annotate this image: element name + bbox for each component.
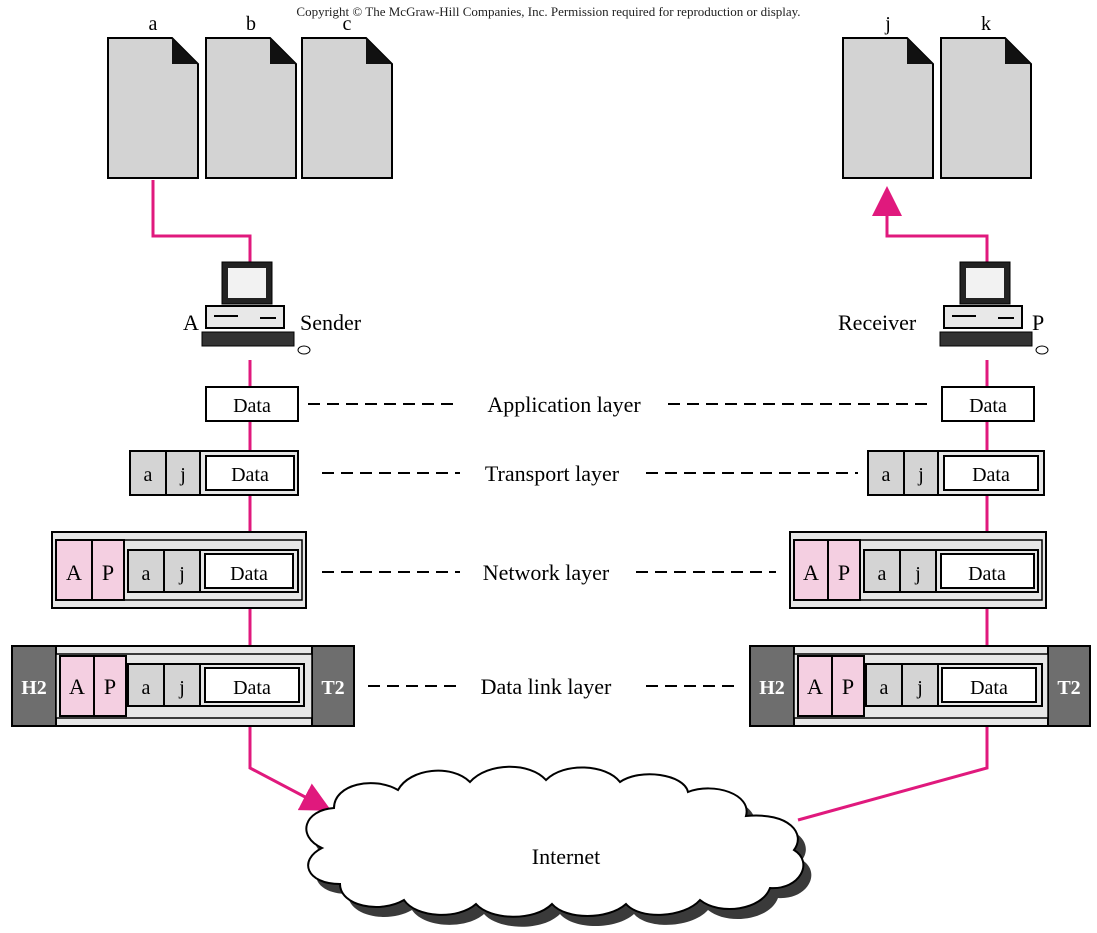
receiver-host-letter: P xyxy=(1032,310,1044,335)
sender-app-data: Data xyxy=(233,395,271,417)
sender-role-label: Sender xyxy=(300,310,362,335)
sender-transport-dst-port: j xyxy=(179,464,186,486)
sender-to-internet-line xyxy=(248,720,332,811)
internet-cloud-icon xyxy=(305,765,812,927)
receiver-network-src-addr: A xyxy=(803,560,819,585)
receiver-network-dst-addr: P xyxy=(838,560,850,585)
document-icon xyxy=(205,37,297,179)
transport-layer-label: Transport layer xyxy=(485,461,620,486)
receiver-app-data: Data xyxy=(969,395,1007,417)
file-label-j: j xyxy=(884,13,891,35)
document-icon xyxy=(940,37,1032,179)
sender-datalink-src-addr: A xyxy=(69,674,85,699)
sender-network-data: Data xyxy=(230,563,268,585)
receiver-transport-data: Data xyxy=(972,464,1010,486)
file-label-b: b xyxy=(246,13,256,35)
receiver-header-h2: H2 xyxy=(759,677,785,699)
receiver-transport-src-port: a xyxy=(882,464,891,486)
file-label-a: a xyxy=(149,13,158,35)
network-layer-label: Network layer xyxy=(483,560,610,585)
sender-transport-src-port: a xyxy=(144,464,153,486)
receiver-datalink-data: Data xyxy=(970,677,1008,699)
sender-host-letter: A xyxy=(183,310,199,335)
sender-datalink-dst-addr: P xyxy=(104,674,116,699)
datalink-layer-row: H2 A P a j Data T2 Data link layer H2 A … xyxy=(11,645,1091,727)
sender-file-line xyxy=(151,180,252,262)
sender-network-dst-port: j xyxy=(178,563,185,585)
receiver-role-label: Receiver xyxy=(838,310,917,335)
receiver-transport-dst-port: j xyxy=(917,464,924,486)
application-layer-label: Application layer xyxy=(487,392,641,417)
receiver-file-line xyxy=(872,186,989,262)
document-icon xyxy=(301,37,393,179)
internet-to-receiver-line xyxy=(797,720,989,822)
sender-header-h2: H2 xyxy=(21,677,47,699)
datalink-layer-label: Data link layer xyxy=(481,674,612,699)
receiver-network-src-port: a xyxy=(878,563,887,585)
sender-trailer-t2: T2 xyxy=(321,677,344,699)
document-icon xyxy=(842,37,934,179)
file-label-c: c xyxy=(343,13,352,35)
receiver-datalink-src-addr: A xyxy=(807,674,823,699)
receiver-computer-icon xyxy=(939,261,1049,355)
receiver-network-dst-port: j xyxy=(914,563,921,585)
document-icon xyxy=(107,37,199,179)
file-label-k: k xyxy=(981,13,991,35)
receiver-network-data: Data xyxy=(968,563,1006,585)
sender-network-dst-addr: P xyxy=(102,560,114,585)
receiver-datalink-src-port: a xyxy=(880,677,889,699)
receiver-documents: j k xyxy=(842,13,1032,179)
receiver-trailer-t2: T2 xyxy=(1057,677,1080,699)
internet-label: Internet xyxy=(532,844,600,869)
transport-layer-row: a j Data Transport layer a j Data xyxy=(129,450,1045,496)
sender-datalink-src-port: a xyxy=(142,677,151,699)
sender-documents: a b c xyxy=(107,13,393,179)
sender-computer-icon xyxy=(201,261,311,355)
sender-network-src-port: a xyxy=(142,563,151,585)
sender-network-src-addr: A xyxy=(66,560,82,585)
receiver-datalink-dst-port: j xyxy=(916,677,923,699)
sender-transport-data: Data xyxy=(231,464,269,486)
sender-datalink-data: Data xyxy=(233,677,271,699)
application-layer-row: Data Application layer Data xyxy=(205,386,1035,422)
receiver-datalink-dst-addr: P xyxy=(842,674,854,699)
sender-datalink-dst-port: j xyxy=(178,677,185,699)
network-layer-row: A P a j Data Network layer A P a j Data xyxy=(51,531,1047,609)
copyright-notice: Copyright © The McGraw-Hill Companies, I… xyxy=(296,4,801,19)
